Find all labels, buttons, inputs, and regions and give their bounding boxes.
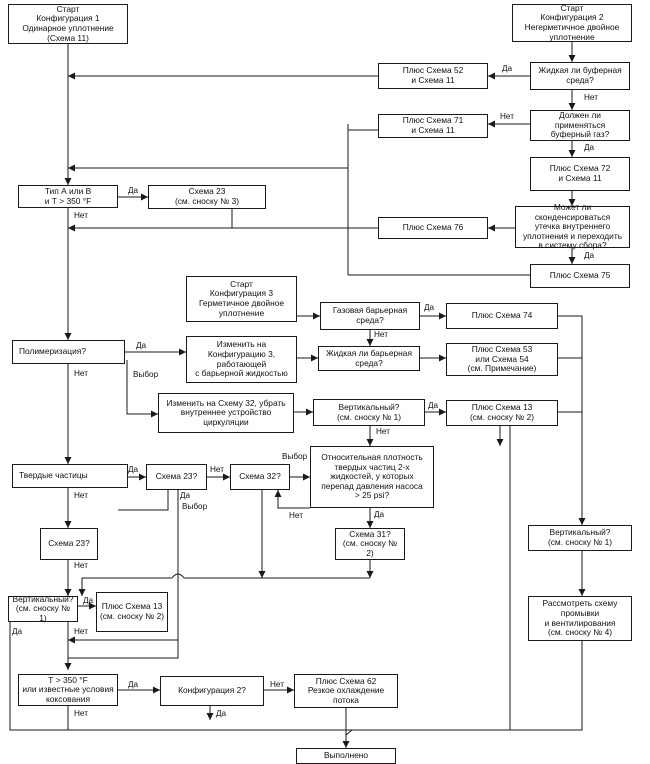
vertical-question-right: Вертикальный? (см. сноску № 1): [528, 525, 632, 551]
yes-label-buffer-gas: Да: [584, 143, 595, 152]
condense-question: Может ли сконденсироваться утечка внутре…: [515, 202, 630, 250]
yes-label-liquid-buffer: Да: [502, 64, 513, 73]
plus-scheme-13-right: Плюс Схема 13 (см. сноску № 2): [446, 400, 558, 426]
plus-scheme-74: Плюс Схема 74: [446, 303, 558, 329]
density-question: Относительная плотность твердых частиц 2…: [310, 446, 434, 508]
no-label-buffer-gas: Нет: [500, 112, 514, 121]
plus-scheme-75: Плюс Схема 75: [530, 264, 630, 288]
yes-label-t350: Да: [128, 680, 139, 689]
polymerization-question: Полимеризация?: [12, 340, 125, 364]
scheme-32-question: Схема 32?: [230, 464, 290, 490]
plus-scheme-13-left: Плюс Схема 13 (см. сноску № 2): [96, 592, 168, 632]
buffer-gas-question: Должен ли применяться буферный газ?: [530, 110, 630, 141]
yes-label-solids: Да: [128, 465, 139, 474]
plus-scheme-53: Плюс Схема 53 или Схема 54 (см. Примечан…: [446, 343, 558, 376]
yes-label-vertical-left-down: Да: [12, 627, 23, 636]
yes-label-vertical-left: Да: [83, 596, 94, 605]
done-terminal: Выполнено: [296, 748, 396, 764]
type-ab-question: Тип А или В и Т > 350 °F: [18, 185, 118, 208]
yes-label-vertical-mid: Да: [428, 401, 439, 410]
yes-label-gas-barrier: Да: [424, 303, 435, 312]
start-config2: Старт Конфигурация 2 Негерметичное двойн…: [512, 3, 632, 42]
vertical-question-left: Вертикальный? (см. сноску № 1): [8, 594, 78, 623]
choice-label-density: Выбор: [282, 452, 308, 461]
plus-scheme-52: Плюс Схема 52 и Схема 11: [378, 63, 488, 89]
scheme-23-question-left: Схема 23?: [40, 528, 98, 560]
scheme-23-footnote3: Схема 23 (см. сноску № 3): [148, 185, 266, 209]
no-label-gas-barrier: Нет: [374, 330, 388, 339]
scheme-23-question: Схема 23?: [146, 464, 207, 490]
no-label-vertical-mid: Нет: [376, 427, 390, 436]
no-label-solids: Нет: [74, 491, 88, 500]
config2-question: Конфигурация 2?: [160, 676, 264, 706]
choice-label-polymer: Выбор: [133, 370, 159, 379]
plus-scheme-76: Плюс Схема 76: [378, 217, 488, 239]
yes-label-condense: Да: [584, 251, 595, 260]
change-to-config3: Изменить на Конфигурацию 3, работающей с…: [186, 336, 297, 383]
plus-scheme-62: Плюс Схема 62 Резкое охлаждение потока: [294, 674, 398, 708]
gas-barrier-question: Газовая барьерная среда?: [320, 302, 420, 330]
temperature-coking-question: Т > 350 °F или известные условия коксова…: [18, 674, 118, 706]
no-label-type-ab: Нет: [74, 211, 88, 220]
yes-label-config2: Да: [216, 709, 227, 718]
solids-question: Твердые частицы: [12, 464, 128, 488]
no-label-config2: Нет: [270, 680, 284, 689]
flush-vent-scheme: Рассмотреть схему промывки и вентилирова…: [528, 596, 632, 641]
vertical-question-mid: Вертикальный? (см. сноску № 1): [313, 399, 425, 426]
no-label-vertical-left: Нет: [74, 627, 88, 636]
scheme-31-question: Схема 31? (см. сноску № 2): [335, 528, 405, 560]
plus-scheme-71: Плюс Схема 71 и Схема 11: [378, 114, 488, 138]
no-label-t350: Нет: [74, 709, 88, 718]
liquid-barrier-question: Жидкая ли барьерная среда?: [318, 346, 420, 371]
no-label-scheme-23: Нет: [210, 465, 224, 474]
yes-label-density: Да: [374, 510, 385, 519]
yes-label-scheme-23: Да: [180, 491, 191, 500]
no-label-density: Нет: [289, 511, 303, 520]
start-config1: Старт Конфигурация 1 Одинарное уплотнени…: [8, 4, 128, 44]
yes-label-type-ab: Да: [128, 186, 139, 195]
liquid-buffer-question: Жидкая ли буферная среда?: [530, 62, 630, 90]
choice-label-scheme-23: Выбор: [182, 502, 208, 511]
start-config3: Старт Конфигурация 3 Герметичное двойное…: [186, 276, 297, 322]
no-label-polymer: Нет: [74, 369, 88, 378]
no-label-scheme-23-left: Нет: [74, 561, 88, 570]
change-to-scheme-32: Изменить на Схему 32, убрать внутреннее …: [158, 393, 294, 433]
plus-scheme-72: Плюс Схема 72 и Схема 11: [530, 157, 630, 191]
no-label-liquid-buffer: Нет: [584, 93, 598, 102]
yes-label-polymer: Да: [136, 341, 147, 350]
